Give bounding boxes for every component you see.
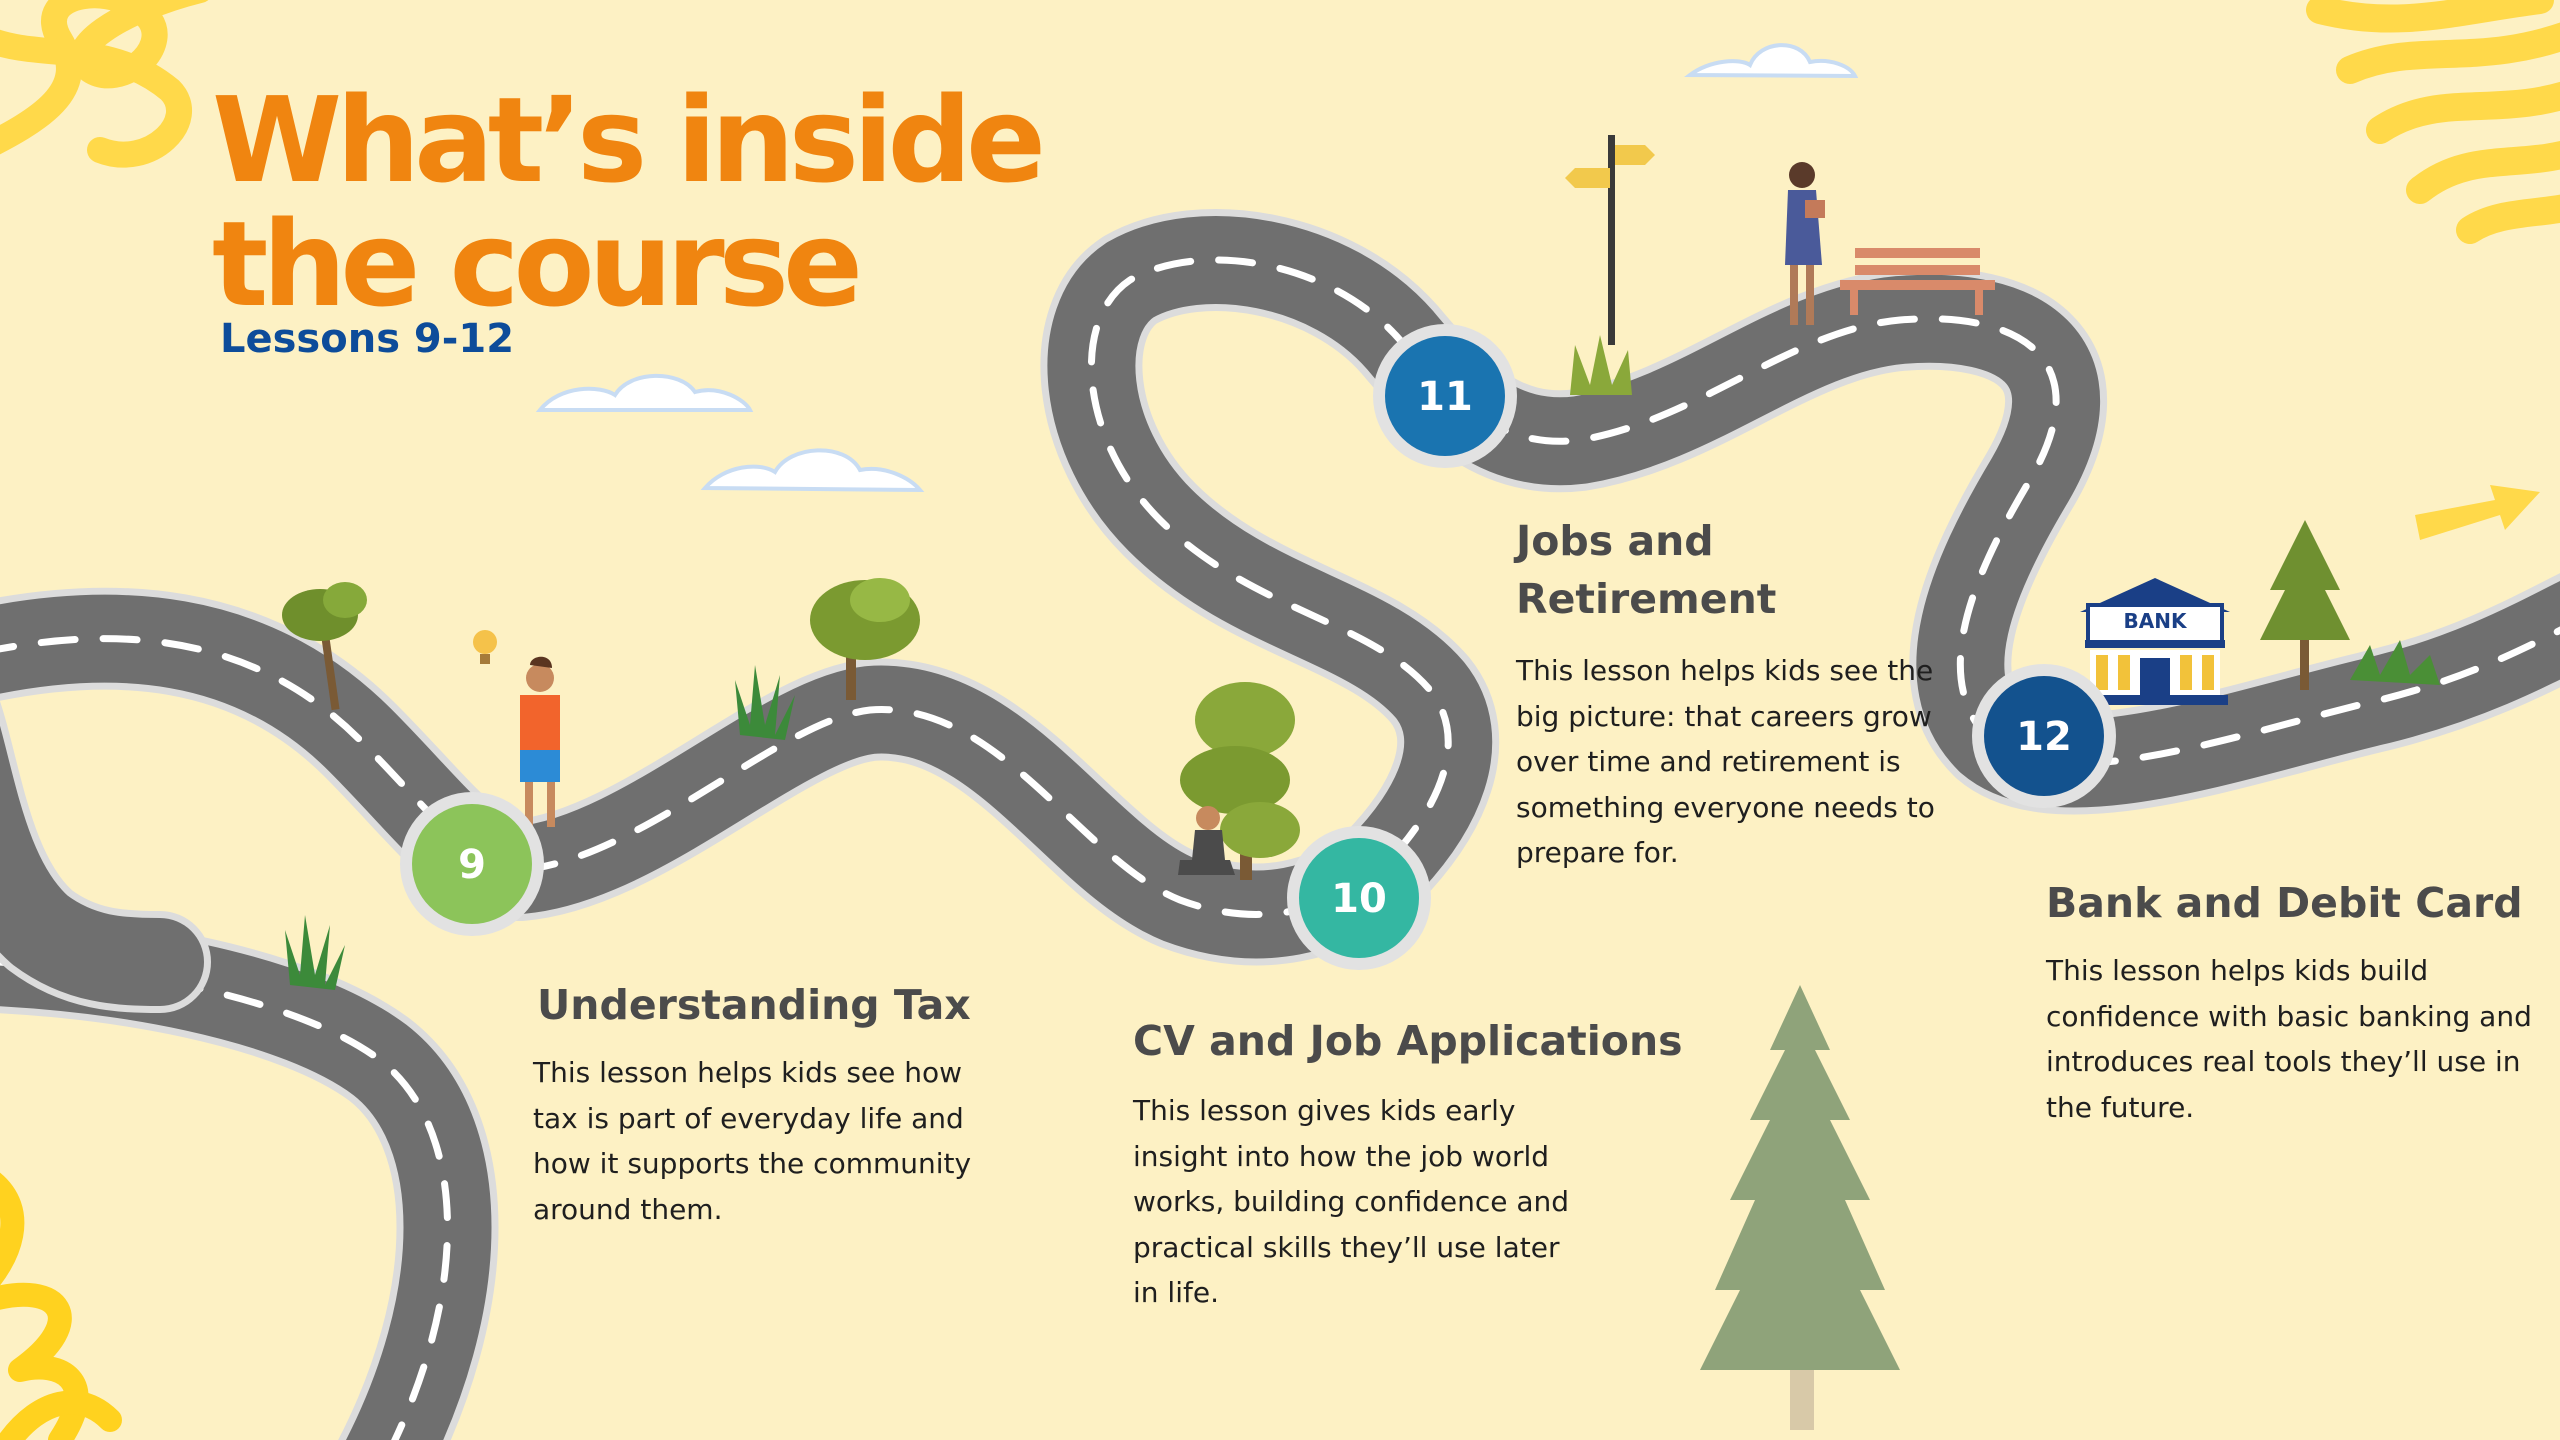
- cloud-icon: [700, 448, 925, 493]
- lesson-marker-9: 9: [400, 792, 544, 936]
- lesson-11-title: Jobs and Retirement: [1516, 517, 1777, 623]
- tree-icon: [1180, 682, 1300, 880]
- scribble-bottom-left: [0, 1172, 122, 1440]
- tree-icon: [810, 578, 920, 700]
- page-title: What’s inside the course: [212, 71, 1046, 333]
- lesson-10-title: CV and Job Applications: [1133, 1017, 1683, 1065]
- signpost-icon: [1565, 135, 1655, 345]
- marker-number: 12: [2016, 714, 2072, 760]
- bush-icon: [285, 915, 345, 990]
- lesson-marker-10: 10: [1287, 826, 1431, 970]
- tree-icon: [282, 582, 367, 711]
- marker-number: 11: [1417, 374, 1473, 420]
- lesson-marker-11: 11: [1373, 324, 1517, 468]
- lesson-9-description: This lesson helps kids see how tax is pa…: [533, 1056, 972, 1226]
- marker-number: 10: [1331, 876, 1387, 922]
- cloud-icon: [1684, 43, 1859, 79]
- lightbulb-icon: [473, 630, 497, 664]
- lesson-marker-12: 12: [1972, 664, 2116, 808]
- lesson-12-title: Bank and Debit Card: [2046, 879, 2523, 927]
- marker-number: 9: [458, 842, 486, 888]
- arrow-right-icon: [2415, 485, 2540, 540]
- lesson-10-description: This lesson gives kids early insight int…: [1133, 1094, 1570, 1309]
- tree-icon: [2260, 520, 2350, 690]
- bush-icon: [2350, 640, 2440, 685]
- bench-icon: [1840, 248, 1995, 315]
- scribble-top-right: [2306, 0, 2560, 244]
- bush-icon: [735, 665, 795, 740]
- scribble-top-left: [0, 0, 209, 168]
- lesson-9-title: Understanding Tax: [537, 981, 971, 1029]
- bank-icon: BANK: [2080, 578, 2230, 705]
- bank-sign-text: BANK: [2124, 609, 2188, 633]
- lesson-12-description: This lesson helps kids build confidence …: [2046, 954, 2532, 1124]
- person-boy-icon: [520, 656, 560, 827]
- person-woman-icon: [1785, 162, 1825, 325]
- pine-tree-icon: [1700, 985, 1900, 1430]
- bush-icon: [1570, 335, 1632, 395]
- road: [0, 209, 2560, 1440]
- person-sitting-icon: [1178, 806, 1235, 875]
- lesson-11-description: This lesson helps kids see the big pictu…: [1516, 654, 1935, 869]
- page-subtitle: Lessons 9-12: [220, 316, 515, 362]
- cloud-icon: [535, 373, 754, 412]
